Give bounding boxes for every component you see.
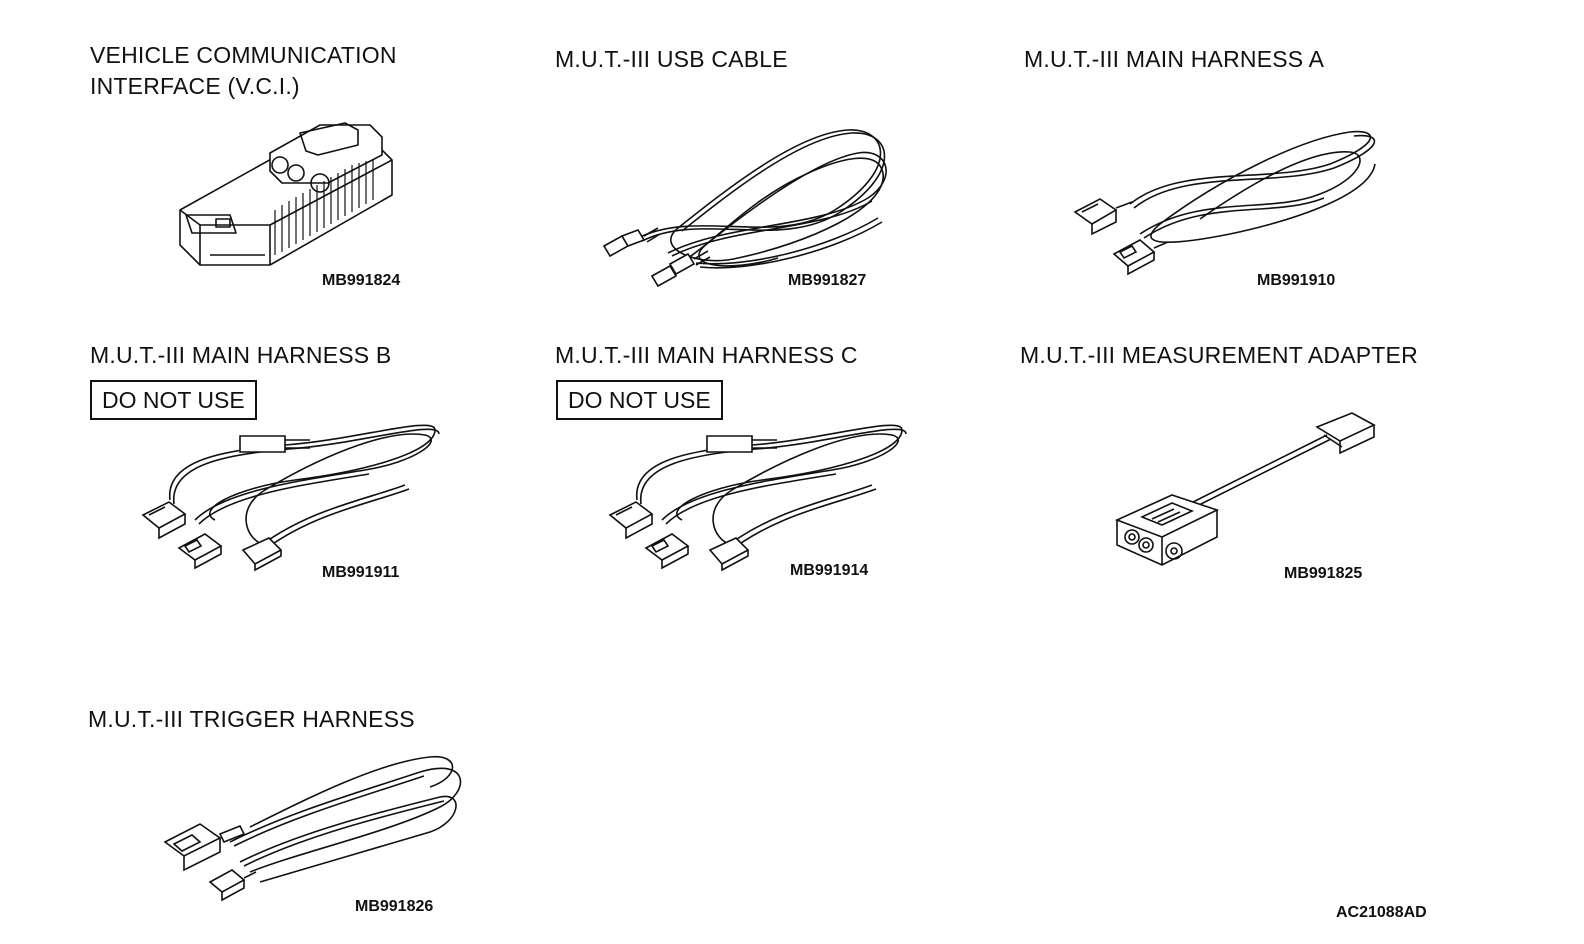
main-harness-b-icon <box>135 400 455 580</box>
part-number-trigger-harness: MB991826 <box>355 898 434 915</box>
item-title-trigger-harness: M.U.T.-III TRIGGER HARNESS <box>88 706 415 732</box>
do-not-use-badge-b: DO NOT USE <box>90 380 257 420</box>
part-number-main-harness-c: MB991914 <box>790 562 869 579</box>
part-number-main-harness-b: MB991911 <box>322 564 400 581</box>
main-harness-a-icon <box>1070 124 1390 284</box>
item-title-main-harness-c: M.U.T.-III MAIN HARNESS C <box>555 342 858 368</box>
main-harness-c-icon <box>602 400 922 580</box>
part-number-measurement-adapter: MB991825 <box>1284 565 1363 582</box>
figure-reference-code: AC21088AD <box>1336 904 1427 921</box>
item-title-vci: VEHICLE COMMUNICATION INTERFACE (V.C.I.) <box>90 42 397 99</box>
item-title-measurement-adapter: M.U.T.-III MEASUREMENT ADAPTER <box>1020 342 1418 368</box>
item-title-main-harness-b: M.U.T.-III MAIN HARNESS B <box>90 342 392 368</box>
vci-unit-icon <box>170 115 400 285</box>
do-not-use-badge-c: DO NOT USE <box>556 380 723 420</box>
measurement-adapter-icon <box>1112 405 1392 575</box>
usb-cable-icon <box>598 118 898 288</box>
part-number-usb-cable: MB991827 <box>788 272 867 289</box>
part-number-vci: MB991824 <box>322 272 401 289</box>
item-title-usb-cable: M.U.T.-III USB CABLE <box>555 46 788 72</box>
part-number-main-harness-a: MB991910 <box>1257 272 1336 289</box>
item-title-main-harness-a: M.U.T.-III MAIN HARNESS A <box>1024 46 1325 72</box>
trigger-harness-icon <box>160 752 480 907</box>
